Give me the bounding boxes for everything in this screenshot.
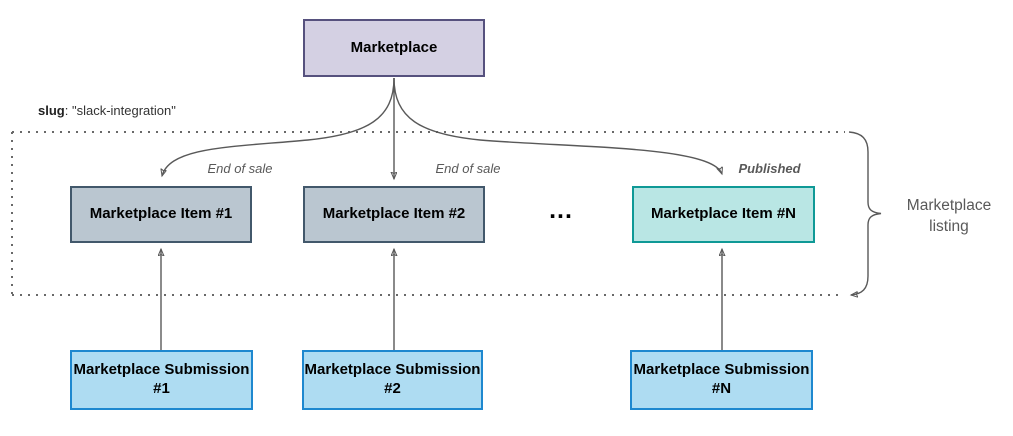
node-submission-n-label: Marketplace Submission #N	[633, 361, 810, 397]
node-item-1-label: Marketplace Item #1	[89, 205, 233, 223]
items-ellipsis: ...	[549, 196, 573, 224]
node-marketplace-label: Marketplace	[350, 38, 438, 56]
slug-value: : "slack-integration"	[64, 103, 176, 118]
node-submission-2[interactable]: Marketplace Submission #2	[302, 350, 483, 410]
node-submission-1[interactable]: Marketplace Submission #1	[70, 350, 253, 410]
group-brace	[848, 131, 882, 295]
status-item-2: End of sale	[435, 161, 501, 176]
node-marketplace[interactable]: Marketplace	[303, 19, 485, 77]
status-item-n: Published	[738, 161, 801, 176]
node-item-n[interactable]: Marketplace Item #N	[632, 186, 815, 243]
group-label: Marketplace listing	[906, 197, 992, 235]
node-item-1[interactable]: Marketplace Item #1	[70, 186, 252, 243]
slug-annotation: slug: "slack-integration"	[38, 103, 176, 118]
arrow-marketplace-to-item-1	[162, 77, 395, 176]
node-item-n-label: Marketplace Item #N	[650, 205, 797, 223]
node-submission-2-label: Marketplace Submission #2	[304, 361, 481, 397]
status-item-1: End of sale	[207, 161, 273, 176]
node-submission-n[interactable]: Marketplace Submission #N	[630, 350, 813, 410]
node-item-2-label: Marketplace Item #2	[322, 205, 466, 223]
slug-key: slug	[38, 103, 65, 118]
node-item-2[interactable]: Marketplace Item #2	[303, 186, 485, 243]
node-submission-1-label: Marketplace Submission #1	[73, 361, 250, 397]
arrow-marketplace-to-item-n	[393, 77, 722, 174]
